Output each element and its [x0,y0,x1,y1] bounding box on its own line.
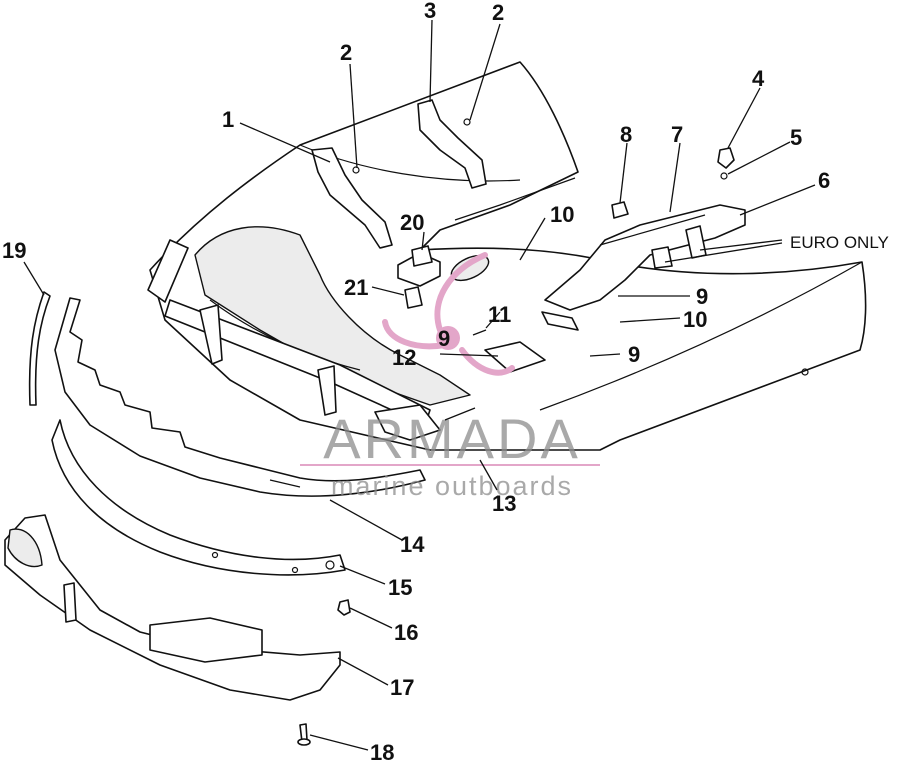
propeller-logo-icon [382,252,515,376]
callout-5: 5 [790,125,802,150]
callout-2a: 2 [340,40,352,65]
callout-3: 3 [424,0,436,23]
screw-4 [717,147,735,169]
callout-20: 20 [400,210,424,235]
rail-15-hole [325,560,335,570]
panel-ridge-line [454,177,576,221]
right-strip-line [539,261,863,411]
callout-10-top: 10 [550,202,574,227]
callout-16: 16 [394,620,418,645]
tray-17-post [63,582,77,623]
rail-support-left [199,304,223,365]
callout-12: 12 [392,345,416,370]
callout-6: 6 [818,168,830,193]
screw-18-head [297,738,311,746]
watermark-brand: ARMADA [323,407,581,470]
rail-support-right [317,365,337,416]
callout-4: 4 [752,66,765,91]
rail-15 [51,419,346,576]
euro-bracket-b [651,246,673,269]
hinge-11 [541,311,579,331]
euro-only-note: EURO ONLY [790,233,889,252]
clip-21 [404,286,423,309]
latch-13 [374,404,441,441]
fastener-2a [352,166,360,174]
callout-2b: 2 [492,0,504,25]
fastener-2b [463,118,471,126]
bracket-12 [484,341,546,373]
panel-7-line [599,214,706,246]
callout-10-right: 10 [683,307,707,332]
callout-14: 14 [400,532,425,557]
rail-15-hole-c [211,551,219,559]
callout-21: 21 [344,275,368,300]
callout-9-lower: 9 [628,342,640,367]
washer-5 [720,172,728,180]
bumper-14-slot [269,479,301,488]
bracket-1 [311,147,393,249]
tray-17-boss [149,617,263,663]
tray-17-opening [7,528,43,568]
watermark-tagline: marine outboards [331,471,573,501]
clip-8 [611,201,629,219]
callout-1: 1 [222,107,234,132]
callout-17: 17 [390,675,414,700]
callout-15: 15 [388,575,412,600]
callout-9-right: 9 [696,284,708,309]
bracket-3 [417,99,487,189]
trim-strip-19 [28,291,51,406]
left-bracket [147,239,189,303]
callout-11: 11 [488,302,511,327]
rail-15-hole-b [291,566,299,574]
leader-lines [23,19,816,751]
callout-9-on-logo: 9 [438,326,450,351]
callout-7: 7 [671,122,683,147]
callout-19: 19 [2,238,26,263]
callout-8: 8 [620,122,632,147]
panel-hole [801,368,809,376]
callout-18: 18 [370,740,394,762]
screw-16 [337,599,351,616]
bumper-14 [54,297,426,497]
callout-13: 13 [492,491,516,516]
compartment [194,226,471,406]
